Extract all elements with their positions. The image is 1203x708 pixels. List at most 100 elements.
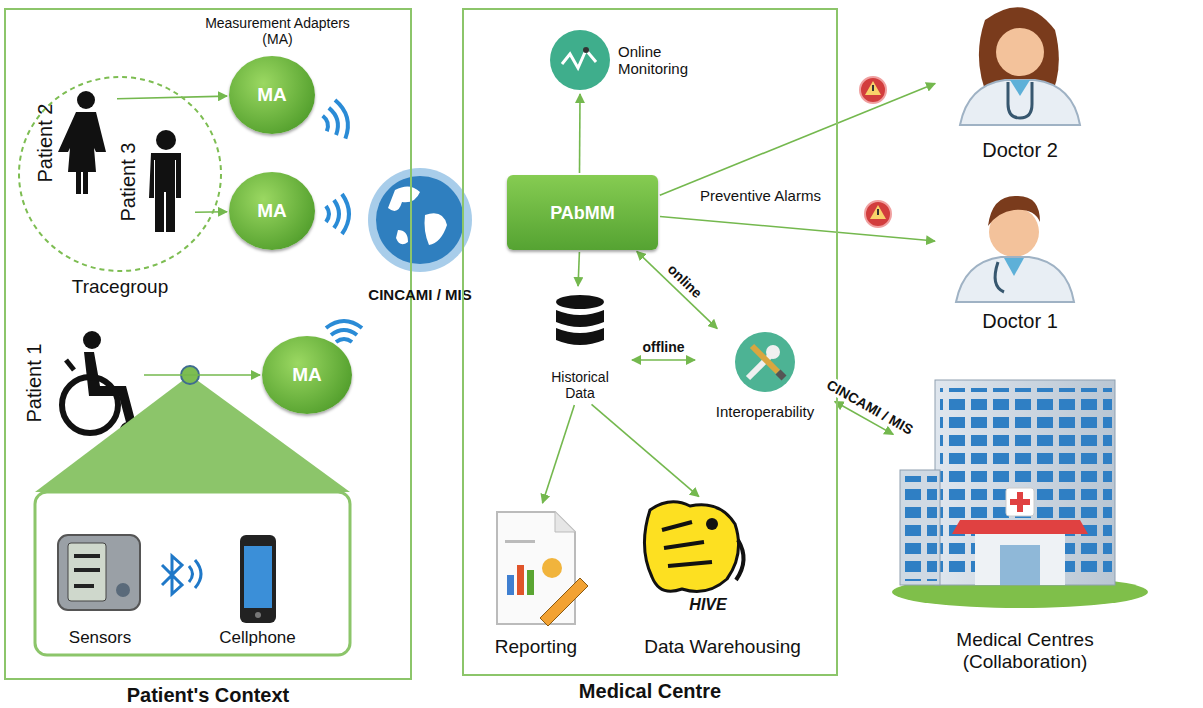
hospital-node: Medical Centres (Collaboration) <box>895 375 1155 675</box>
hive-logo <box>644 502 743 592</box>
bp-monitor <box>58 535 140 610</box>
database-icon <box>556 310 604 327</box>
doctor-figure <box>1004 258 1024 276</box>
wifi-icon <box>320 98 353 143</box>
process-box: PAbMM <box>507 175 658 250</box>
report-icon <box>527 570 534 595</box>
node-label: Patient 2 <box>34 103 57 182</box>
bp-monitor <box>74 556 100 586</box>
hospital-building <box>892 380 1148 608</box>
alarm-icon <box>872 85 874 91</box>
text-block: Doctor 1 <box>940 310 1100 333</box>
monitoring-node: Online Monitoring <box>548 28 728 92</box>
doctor-figure <box>1010 80 1030 96</box>
node-label: Tracegroup <box>17 276 223 298</box>
doctor-figure <box>956 257 1074 302</box>
node-label: Sensors <box>45 628 155 648</box>
patient-figure <box>58 112 106 194</box>
globe-icon <box>368 168 472 272</box>
node-label: Historical Data <box>540 369 620 401</box>
edge-label: offline <box>641 339 687 355</box>
text-block: Sensors <box>45 628 155 648</box>
node-label: Patient 3 <box>117 143 140 222</box>
node-label: Doctor 1 <box>940 310 1100 333</box>
connector-arrow <box>660 83 935 195</box>
node-label: Medical Centres (Collaboration) <box>925 629 1125 673</box>
database-node: Historical Data <box>530 288 630 403</box>
annotation-label: Measurement Adapters (MA) <box>205 15 350 47</box>
report-icon <box>555 512 575 532</box>
text-block: Online Monitoring <box>618 43 713 78</box>
bluetooth-symbol <box>162 556 201 594</box>
text-block: Patient 1 <box>23 343 46 422</box>
node-label: Reporting <box>480 636 592 658</box>
connector-arrow <box>117 96 227 99</box>
node-label: MA <box>229 84 315 106</box>
doctor-node: Doctor 1 <box>937 180 1103 335</box>
monitor-icon <box>562 50 596 68</box>
hospital-building <box>935 380 1115 585</box>
alarm-icon <box>860 77 886 103</box>
hospital-building <box>1010 492 1030 512</box>
reporting-node: Reporting <box>477 505 595 660</box>
text-block: MA <box>229 84 315 106</box>
report-icon <box>497 512 588 626</box>
text-block: Patient's Context <box>4 684 412 707</box>
node-label: Data Warehousing <box>615 636 830 658</box>
monitor-icon <box>550 30 610 90</box>
alarm-icon <box>860 77 886 103</box>
report-icon <box>540 578 588 626</box>
tools-icon <box>778 372 784 378</box>
hospital-building <box>1000 545 1040 585</box>
doctor-figure <box>960 80 1080 125</box>
text-block: CINCAMI / MIS <box>350 286 490 303</box>
text-block: Interoperability <box>700 403 830 420</box>
doctor-figure <box>988 196 1040 226</box>
text-block: Reporting <box>480 636 592 658</box>
connector-arrow <box>195 211 227 213</box>
interoperability-node: Interoperability <box>697 330 833 422</box>
report-icon <box>517 565 524 595</box>
text-block: Patient 2 <box>34 103 57 182</box>
edge-label: online <box>663 260 707 303</box>
alarm-icon <box>877 209 879 215</box>
text-block: Doctor 2 <box>940 139 1100 162</box>
monitor-icon <box>583 47 589 53</box>
alarm-icon <box>865 201 891 227</box>
bp-monitor <box>116 583 130 597</box>
sensor-node: Sensors <box>42 528 158 650</box>
connector-arrow <box>543 405 575 503</box>
text-block: Cellphone <box>200 628 315 648</box>
database-icon <box>556 295 604 345</box>
cellphone-icon <box>255 612 261 618</box>
monitor-icon <box>550 30 610 90</box>
node-label: CINCAMI / MIS <box>350 286 490 303</box>
annotation-label: Preventive Alarms <box>700 187 850 204</box>
measurement-adapter: MA <box>229 56 315 134</box>
report-icon <box>507 575 514 595</box>
patient-node: Patient 2 <box>35 85 115 200</box>
patient-figure <box>149 130 181 232</box>
connector-arrow <box>592 404 699 496</box>
measurement-adapter: MA <box>262 336 352 414</box>
patient-node: Patient 3 <box>118 128 193 236</box>
node-label: MA <box>262 364 352 386</box>
patient-figure <box>156 130 176 150</box>
hive-logo <box>644 502 738 592</box>
report-icon <box>542 558 562 578</box>
doctor-figure <box>996 28 1044 76</box>
cellphone-icon <box>240 535 276 623</box>
cellphone-node: Cellphone <box>197 528 318 650</box>
wifi-icon <box>320 98 362 342</box>
hive-logo <box>706 518 718 530</box>
bp-monitor <box>68 543 106 601</box>
wheelchair-figure <box>62 331 136 436</box>
edge-label: CINCAMI / MIS <box>822 376 917 439</box>
node-label: Interoperability <box>700 403 830 420</box>
text-block: Tracegroup <box>17 276 223 298</box>
text-block: Data Warehousing <box>615 636 830 658</box>
globe-icon <box>368 168 472 272</box>
wheelchair-figure <box>66 360 74 370</box>
